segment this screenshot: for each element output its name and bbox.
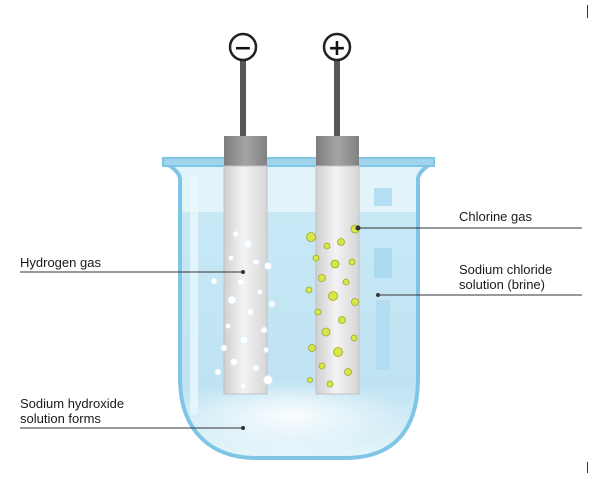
chlorine-bubble xyxy=(308,344,316,352)
chlorine-bubble xyxy=(342,278,350,286)
hydrogen-bubble xyxy=(220,344,228,352)
chlorine-bubble xyxy=(318,274,326,282)
hydrogen-gas-label: Hydrogen gas xyxy=(20,255,101,270)
hydrogen-bubble xyxy=(264,262,272,270)
positive-terminal-circle xyxy=(322,32,352,62)
hydrogen-bubble xyxy=(232,230,240,238)
hydrogen-bubble xyxy=(268,300,276,308)
chlorine-bubble xyxy=(351,298,359,306)
positive-terminal-symbol: + xyxy=(328,36,346,61)
chlorine-bubble xyxy=(312,254,320,262)
chlorine-bubble xyxy=(330,259,340,269)
hydrogen-bubble xyxy=(225,323,231,329)
glass-highlight-right-2 xyxy=(374,248,392,278)
sodium-chloride-label: Sodium chloride solution (brine) xyxy=(459,262,552,292)
chlorine-bubble xyxy=(338,316,346,324)
hydrogen-bubble xyxy=(263,347,269,353)
edge-mark-bottom xyxy=(587,462,588,473)
hydrogen-bubble xyxy=(227,295,237,305)
beaker-rim xyxy=(162,157,435,167)
chlorine-bubble xyxy=(318,362,326,370)
hydrogen-bubble xyxy=(246,308,254,316)
chlorine-bubble xyxy=(328,291,338,301)
chlorine-bubble xyxy=(333,347,343,357)
anode-wire xyxy=(334,60,340,140)
hydroxide-leader-dot xyxy=(241,426,245,430)
cathode-cap xyxy=(224,136,267,166)
cathode-wire xyxy=(240,60,246,140)
cathode-electrode xyxy=(223,165,268,395)
beaker-outline xyxy=(161,159,436,460)
chlorine-bubble xyxy=(323,242,331,250)
anode xyxy=(305,60,360,395)
chlorine-bubbles xyxy=(305,224,360,388)
hydrogen-bubble xyxy=(263,375,273,385)
chlorine-bubble xyxy=(344,368,352,376)
hydrogen-bubble xyxy=(257,289,263,295)
chlorine-bubble xyxy=(321,327,331,337)
chlorine-bubble xyxy=(307,377,313,383)
hydrogen-bubble xyxy=(252,364,260,372)
chlorine-bubble xyxy=(306,232,316,242)
sodium-hydroxide-label-line1: Sodium hydroxide xyxy=(20,396,125,411)
hydrogen-leader-dot xyxy=(241,270,245,274)
sodium-hydroxide-label-line2: solution forms xyxy=(20,411,101,426)
chlorine-bubble xyxy=(326,380,334,388)
chlorine-gas-label: Chlorine gas xyxy=(459,209,532,224)
hydrogen-bubble xyxy=(239,335,249,345)
edge-mark-top xyxy=(587,5,588,18)
beaker xyxy=(161,157,436,460)
glass-highlight-right-3 xyxy=(376,300,390,370)
hydrogen-bubble xyxy=(228,255,234,261)
solution-bottom-glow xyxy=(180,380,400,450)
hydrogen-bubble xyxy=(252,258,260,266)
positive-terminal: + xyxy=(322,32,352,62)
negative-terminal-symbol: − xyxy=(234,36,252,61)
brine-leader-dot xyxy=(376,293,380,297)
hydrogen-bubble xyxy=(230,358,238,366)
cathode xyxy=(210,60,276,395)
glass-highlight-right-1 xyxy=(374,188,392,206)
hydrogen-bubble xyxy=(210,277,218,285)
chlorine-bubble xyxy=(314,308,322,316)
hydrogen-bubble xyxy=(243,239,253,249)
hydrogen-bubble xyxy=(239,382,247,390)
hydrogen-bubble xyxy=(237,278,245,286)
hydrogen-bubbles xyxy=(210,230,276,390)
hydrogen-bubble xyxy=(260,326,268,334)
sodium-chloride-label-line2: solution (brine) xyxy=(459,277,545,292)
hydrogen-bubble xyxy=(214,368,222,376)
chlorine-leader-dot xyxy=(355,225,361,231)
chlorine-bubble xyxy=(350,334,358,342)
chlorine-bubble xyxy=(348,258,356,266)
leader-lines xyxy=(20,225,582,430)
sodium-chloride-label-line1: Sodium chloride xyxy=(459,262,553,277)
anode-cap xyxy=(316,136,359,166)
sodium-hydroxide-label: Sodium hydroxide solution forms xyxy=(20,396,124,426)
negative-terminal-circle xyxy=(228,32,258,62)
chlorine-bubble xyxy=(305,286,313,294)
glass-highlight-left xyxy=(190,175,198,415)
negative-terminal: − xyxy=(228,32,258,62)
chlorine-bubble xyxy=(337,238,345,246)
